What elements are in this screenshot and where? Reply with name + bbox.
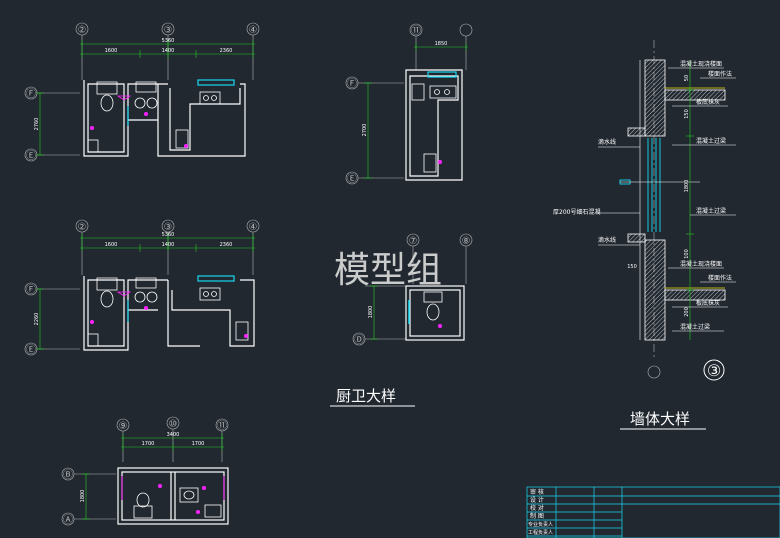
plan-5-axis-11: ⑪ [217,420,227,432]
kitchen-bath-title: 厨卫大样 [336,387,396,405]
plan-3-axis-11: ⑪ [411,25,421,37]
plan-3-axis-e: Ⓔ [347,173,357,185]
plan-1-axis-f: Ⓕ [26,88,36,100]
title-block-row-6: 工程负责人 [528,529,553,536]
wall-label-3: 板底抹灰 [696,98,720,106]
wall-dim-2: 150 [684,109,690,119]
wall-detail-title: 墙体大样 [630,410,690,428]
plan-1-axis-3: ③ [164,25,173,36]
plan-2: ② ③ ④ Ⓕ Ⓔ 5360 1600 1400 2360 2260 [24,219,260,356]
plan-1-fixtures [87,81,221,153]
wall-section: 50 150 1800 100 150 200 混凝土现浇楼面 楼面作法 板底抹… [553,40,736,381]
plan-3: ⑪ Ⓕ Ⓔ 1850 2700 [345,23,473,185]
plan-1-axis-4: ④ [249,25,258,36]
wall-label-5: 滴水线 [598,138,616,146]
plan-5-axis-b: Ⓑ [63,469,73,481]
plan-5: ⑨ ⑩ ⑪ Ⓑ Ⓐ 3400 1700 1700 1800 [61,416,229,526]
wall-label-11: 板底抹灰 [696,299,720,307]
plan-2-total-dim: 5360 [162,232,175,238]
watermark: 模型组 [334,250,442,291]
plan-5-total-dim: 3400 [167,432,180,438]
plan-2-axis-3: ③ [164,222,173,233]
title-block-row-3: 校 对 [530,504,544,512]
plan-2-axis-2: ② [78,222,87,233]
wall-label-9: 混凝土现浇楼面 [680,260,722,268]
title-block [526,486,780,538]
plan-1-side-dim: 2760 [34,118,40,131]
wall-dim-1: 50 [684,75,690,81]
plan-2-axis-f: Ⓕ [26,284,36,296]
wall-dim-6: 200 [684,307,690,317]
plan-4-side-dim: 1800 [368,306,374,319]
plan-1-dim-b: 1400 [162,48,175,54]
title-block-row-5: 专业负责人 [528,521,553,528]
wall-dim-4: 100 [684,249,690,259]
wall-label-12: 混凝土过梁 [680,323,710,331]
plan-5-dim-b: 1700 [192,441,205,447]
plan-1-dimension-lines [36,40,255,156]
plan-2-dim-b: 1400 [162,242,175,248]
wall-label-6: 混凝土过梁 [696,207,726,215]
plan-1-accents [90,79,235,148]
plan-4-axis-7: ⑦ [409,236,418,247]
plan-4: ⑦ ⑧ Ⓓ 1800 [352,233,473,346]
plan-1-dim-a: 1600 [105,48,118,54]
plan-1: ② ③ ④ Ⓕ Ⓔ 5360 1600 1400 2360 2760 [24,22,260,162]
title-block-row-4: 制 图 [530,512,544,520]
wall-label-8: 滴水线 [598,236,616,244]
plan-2-dim-c: 2360 [220,242,233,248]
plan-5-axis-10: ⑩ [169,419,178,430]
plan-2-axis-4: ④ [249,222,258,233]
plan-1-axis-e: Ⓔ [26,150,36,162]
wall-label-7: 厚200号细石混凝 [553,208,600,216]
plan-1-total-dim: 5360 [162,38,175,44]
wall-label-4: 混凝土过梁 [696,137,726,145]
plan-3-dim: 1850 [435,41,448,47]
wall-dim-3: 1800 [684,180,690,193]
wall-label-2: 楼面作法 [708,70,732,78]
wall-label-1: 混凝土现浇楼面 [680,60,722,68]
title-block-row-2: 设 计 [530,496,544,504]
wall-label-10: 楼面作法 [708,274,732,282]
wall-dim-5: 150 [627,264,637,270]
plan-4-axis-8: ⑧ [462,236,471,247]
plan-1-dim-c: 2360 [220,48,233,54]
plan-3-axis-f: Ⓕ [347,78,357,90]
plan-3-side-dim: 2700 [362,124,368,137]
plan-5-side-dim: 1800 [80,490,86,503]
plan-2-axis-e: Ⓔ [26,344,36,356]
plan-2-dim-a: 1600 [105,242,118,248]
title-block-row-1: 审 核 [530,488,544,496]
wall-section-number: ③ [707,361,721,380]
plan-5-axis-9: ⑨ [119,421,128,432]
plan-1-axis-2: ② [78,25,87,36]
plan-1-walls [83,80,246,157]
plan-2-side-dim: 2260 [34,313,40,326]
plan-4-axis-d: Ⓓ [354,334,364,346]
plan-5-dim-a: 1700 [142,441,155,447]
plan-5-axis-a: Ⓐ [63,514,73,526]
